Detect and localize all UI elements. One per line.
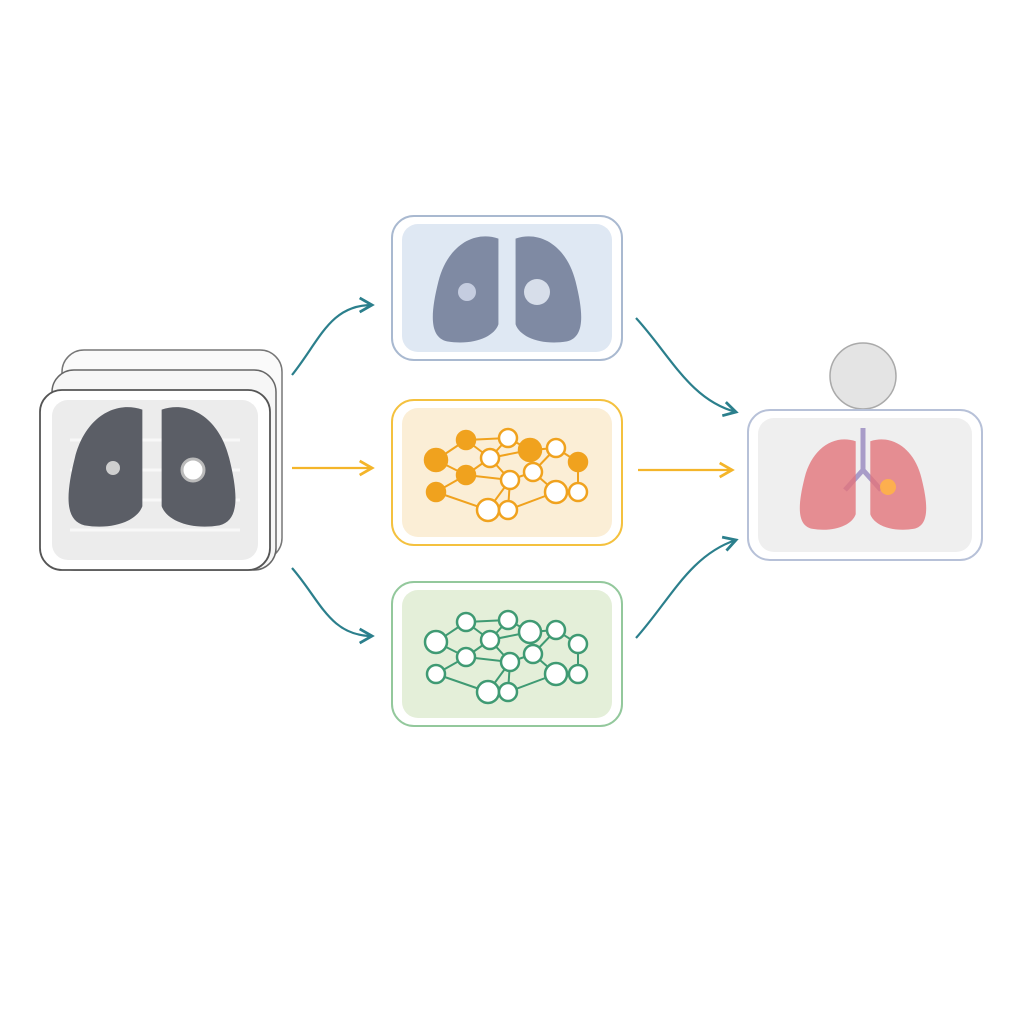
- network-node: [517, 619, 543, 645]
- network-node: [423, 447, 449, 473]
- network-node: [567, 481, 589, 503]
- output-patient-card: [747, 342, 983, 561]
- arrow-to-imaging: [291, 296, 375, 376]
- network-node: [479, 447, 501, 469]
- network-node: [425, 663, 447, 685]
- branch-card-network-green: [391, 581, 623, 727]
- network-node: [455, 464, 477, 486]
- network-node: [425, 481, 447, 503]
- patient-head-icon: [829, 342, 897, 410]
- arrow-to-network-green: [291, 567, 375, 645]
- network-node: [517, 437, 543, 463]
- branch-card-network-orange: [391, 399, 623, 546]
- network-node: [543, 661, 569, 687]
- network-node: [497, 681, 519, 703]
- network-node: [545, 437, 567, 459]
- network-node: [455, 429, 477, 451]
- network-node: [475, 497, 501, 523]
- arrow-network-green-to-output: [635, 535, 739, 639]
- network-node: [497, 427, 519, 449]
- arrows: [291, 296, 739, 645]
- network-node: [567, 451, 589, 473]
- network-node: [499, 651, 521, 673]
- network-node: [497, 499, 519, 521]
- network-node: [543, 479, 569, 505]
- network-node: [423, 629, 449, 655]
- hotspot-icon: [880, 479, 896, 495]
- network-node: [567, 663, 589, 685]
- network-node: [567, 633, 589, 655]
- network-node: [455, 646, 477, 668]
- branch-card-imaging: [391, 215, 623, 361]
- network-node: [499, 469, 521, 491]
- input-scan-stack: [39, 349, 283, 571]
- network-node: [545, 619, 567, 641]
- network-node: [479, 629, 501, 651]
- network-node: [497, 609, 519, 631]
- neural-network-icon: [423, 609, 589, 705]
- neural-network-icon: [423, 427, 589, 523]
- arrow-imaging-to-output: [635, 317, 739, 418]
- network-node: [475, 679, 501, 705]
- network-node: [522, 461, 544, 483]
- network-node: [455, 611, 477, 633]
- network-node: [522, 643, 544, 665]
